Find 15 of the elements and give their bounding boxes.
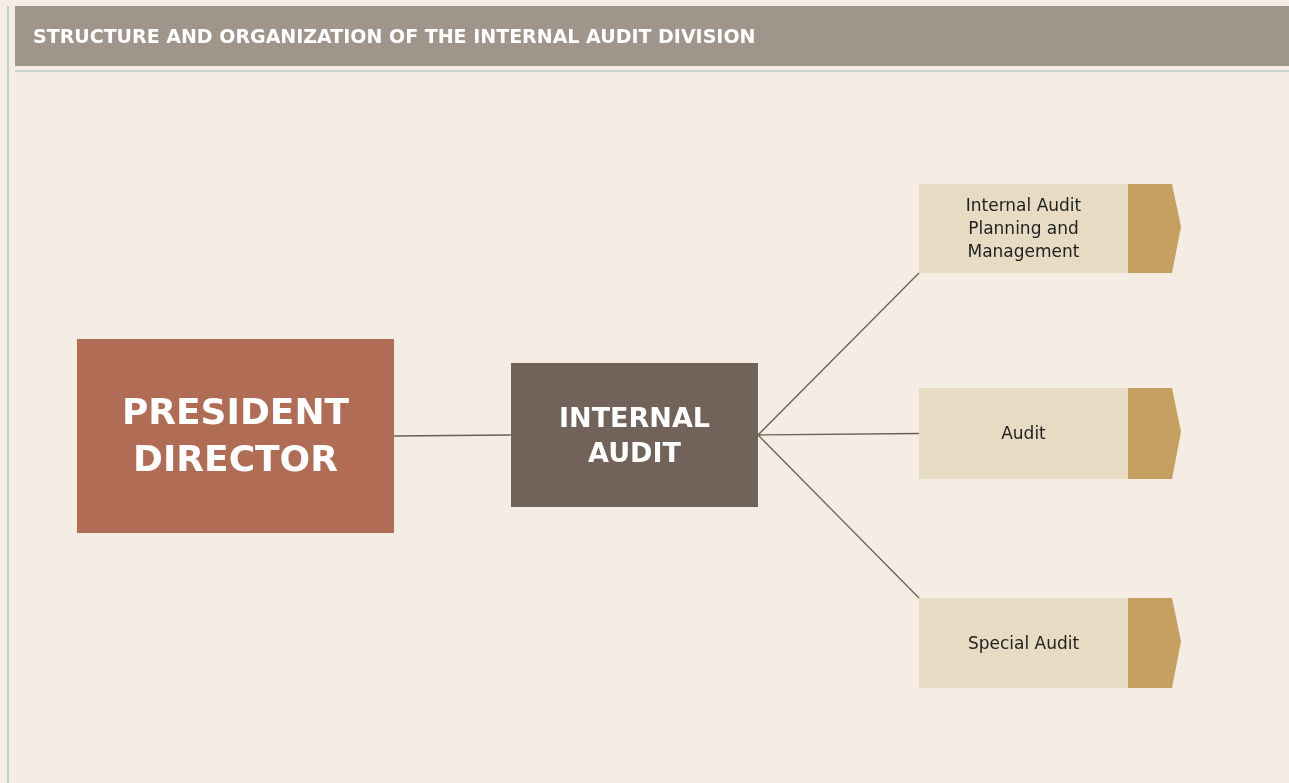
tab-label-box bbox=[919, 388, 1181, 479]
connector-line bbox=[757, 434, 920, 599]
org-box bbox=[511, 363, 758, 507]
connector-line bbox=[393, 434, 512, 437]
tab-label-box bbox=[919, 184, 1181, 273]
node-label: PRESIDENT DIRECTOR bbox=[120, 390, 351, 481]
node-label: Audit bbox=[1001, 422, 1046, 445]
org-box bbox=[77, 339, 394, 533]
tab-label-box bbox=[919, 598, 1181, 688]
node-label: Internal Audit Planning and Management bbox=[964, 194, 1083, 263]
title-banner: STRUCTURE AND ORGANIZATION OF THE INTERNAL AUDIT DIVISION bbox=[15, 6, 1289, 66]
connector-line bbox=[757, 432, 920, 436]
connector-line bbox=[757, 272, 920, 436]
node-label: INTERNAL AUDIT bbox=[558, 400, 711, 470]
node-label: Special Audit bbox=[967, 631, 1080, 655]
